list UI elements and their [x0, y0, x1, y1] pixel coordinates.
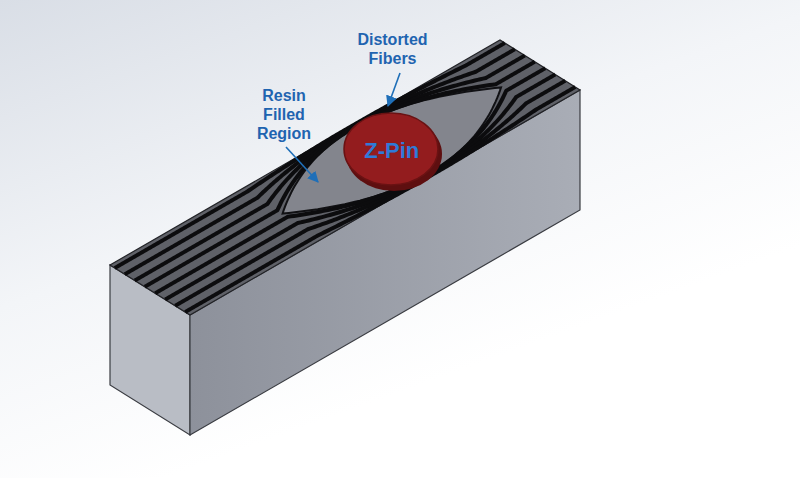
pin-node: Z-Pin — [342, 110, 442, 192]
pin-label: Z-Pin — [364, 138, 419, 164]
fiber-stripe — [145, 62, 535, 287]
fiber-stripe — [175, 81, 565, 306]
pin-top — [344, 113, 438, 185]
leader-line — [388, 73, 400, 106]
part-label: Distorted Fibers — [345, 30, 440, 68]
part-label: Resin Filled Region — [248, 86, 320, 143]
fiber-stripe — [165, 75, 555, 300]
top-face — [110, 40, 580, 315]
fiber-stripe — [185, 87, 575, 312]
leader-line — [286, 147, 318, 182]
fiber-stripe — [155, 68, 545, 293]
